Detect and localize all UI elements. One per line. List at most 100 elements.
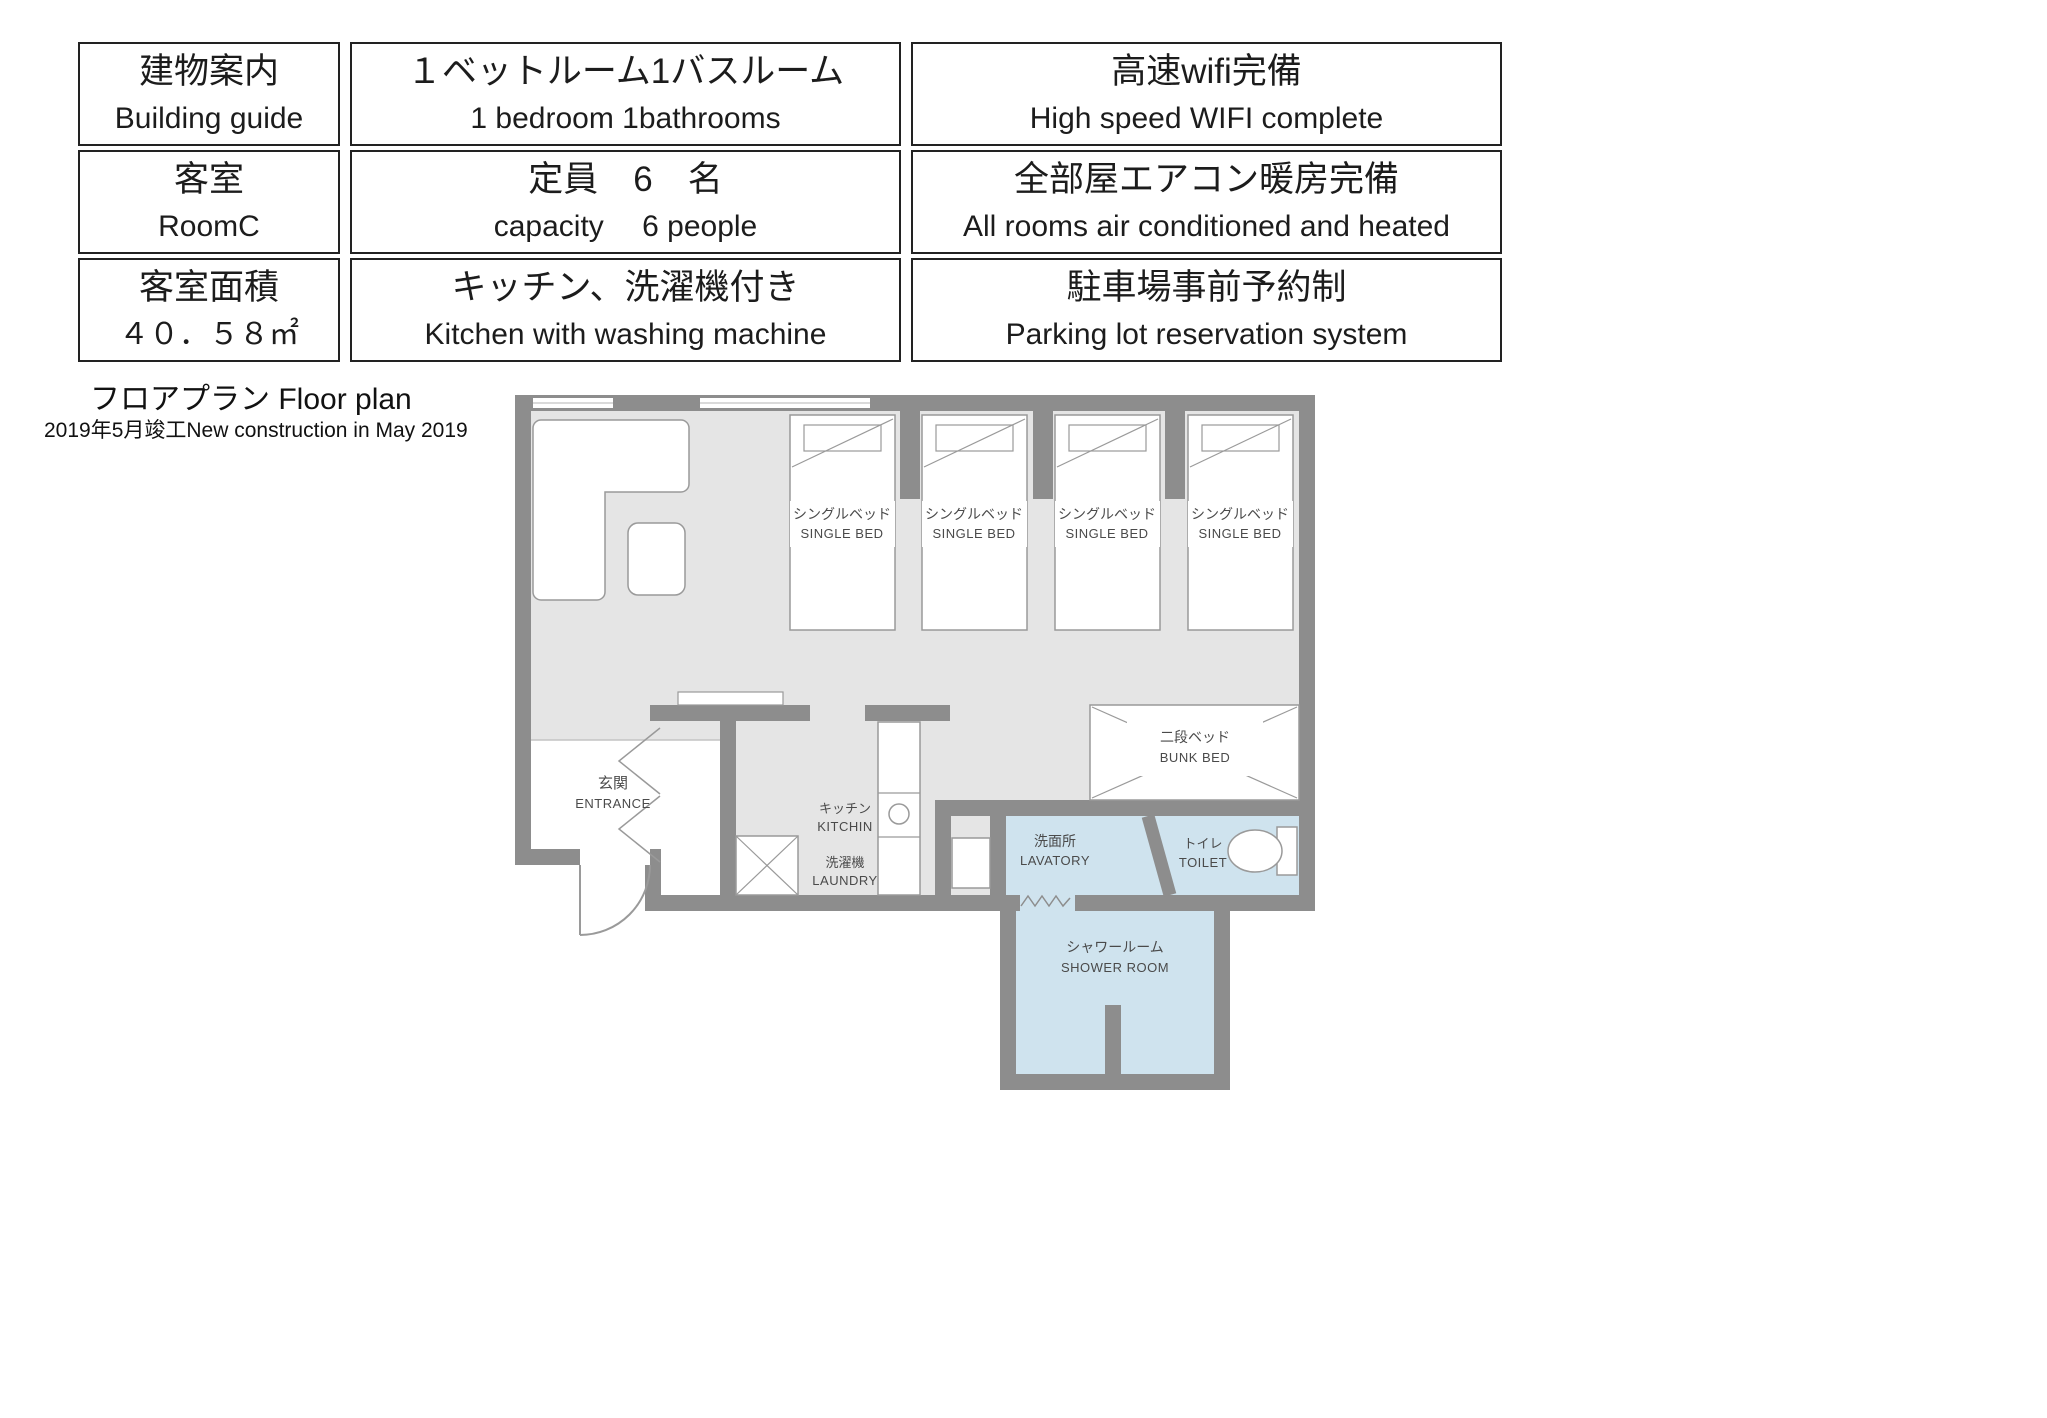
cell-wifi-jp: 高速wifi完備 xyxy=(1111,52,1302,91)
cell-capacity-en: capacity 6 people xyxy=(493,210,758,243)
cell-kitchen-washer-jp: キッチン、洗濯機付き xyxy=(451,268,800,307)
entrance-label-jp: 玄関 xyxy=(598,775,628,792)
single-bed-label-en: SINGLE BED xyxy=(1065,526,1148,541)
kitchen-label-jp: キッチン xyxy=(819,801,871,816)
wall-left xyxy=(515,395,531,865)
bed-label-bg xyxy=(922,501,1027,547)
wall-lavatory-left xyxy=(990,815,1006,911)
washing-machine-cross-2 xyxy=(735,835,799,896)
shower-label-jp: シャワールーム xyxy=(1066,939,1164,955)
cell-parking: 駐車場事前予約制 Parking lot reservation system xyxy=(911,258,1502,362)
entrance-door-arc xyxy=(579,864,651,936)
bed-pillow xyxy=(935,424,1014,452)
closet-door-chevron-2 xyxy=(617,795,661,863)
bed-partition-3 xyxy=(1165,411,1185,499)
kitchen-sink-icon xyxy=(888,803,910,825)
console-table xyxy=(677,691,784,706)
cell-parking-jp: 駐車場事前予約制 xyxy=(1066,268,1347,307)
single-bed-label-jp: シングルベッド xyxy=(1058,506,1156,522)
wall-kitchen-top xyxy=(865,705,950,721)
cell-wifi: 高速wifi完備 High speed WIFI complete xyxy=(911,42,1502,146)
bunk-bed-label-jp: 二段ベッド xyxy=(1160,729,1230,745)
cell-room-name: 客室 RoomC xyxy=(78,150,340,254)
wall-bottom xyxy=(645,895,1315,911)
floor-plan-title: フロアプラン Floor plan xyxy=(90,383,412,416)
info-table: 建物案内 Building guide １ベットルーム1バスルーム 1 bedr… xyxy=(78,42,1502,362)
single-bed-label-jp: シングルベッド xyxy=(1191,506,1289,522)
single-bed-2: シングルベッド SINGLE BED xyxy=(921,414,1028,631)
single-bed-label-en: SINGLE BED xyxy=(932,526,1015,541)
wash-basin xyxy=(951,837,991,889)
wall-entrance-kitchen xyxy=(720,721,736,911)
sofa xyxy=(532,419,690,601)
bed-label-bg xyxy=(790,501,895,547)
bed-partition-1 xyxy=(900,411,920,499)
cell-building-guide-en: Building guide xyxy=(114,102,304,135)
bunk-bed: 二段ベッド BUNK BED xyxy=(1089,704,1300,801)
entrance-door-opening xyxy=(580,849,650,865)
bed-pillow xyxy=(1068,424,1147,452)
bed-blanket-line xyxy=(1056,418,1159,468)
cell-bedrooms: １ベットルーム1バスルーム 1 bedroom 1bathrooms xyxy=(350,42,901,146)
cell-aircon-en: All rooms air conditioned and heated xyxy=(963,210,1450,243)
cell-room-area-en: ４０．５８㎡ xyxy=(119,318,299,351)
wall-wet-area-top xyxy=(935,800,1299,816)
kitchen-counter xyxy=(877,721,921,896)
lavatory-label-jp: 洗面所 xyxy=(1034,833,1076,849)
single-bed-label-en: SINGLE BED xyxy=(800,526,883,541)
wall-shower-stub xyxy=(1105,1005,1121,1090)
cell-room-name-en: RoomC xyxy=(158,210,260,243)
wall-shower-left xyxy=(1000,896,1016,1090)
wall-top xyxy=(515,395,1315,411)
coffee-table xyxy=(627,522,686,596)
single-bed-4: シングルベッド SINGLE BED xyxy=(1187,414,1294,631)
toilet-label-jp: トイレ xyxy=(1183,836,1222,851)
single-bed-label-en: SINGLE BED xyxy=(1198,526,1281,541)
bed-blanket-line xyxy=(1189,418,1292,468)
floor-plan-subtitle: 2019年5月竣工New construction in May 2019 xyxy=(44,419,468,442)
single-bed-label-jp: シングルベッド xyxy=(793,506,891,522)
washing-machine xyxy=(735,835,799,896)
bed-blanket-line xyxy=(923,418,1026,468)
wall-entrance-top xyxy=(650,705,810,721)
cell-kitchen-washer-en: Kitchen with washing machine xyxy=(424,318,827,351)
cell-bedrooms-en: 1 bedroom 1bathrooms xyxy=(470,102,781,135)
cell-capacity-jp: 定員 6 名 xyxy=(528,160,723,199)
cell-wifi-en: High speed WIFI complete xyxy=(1029,102,1384,135)
cell-aircon: 全部屋エアコン暖房完備 All rooms air conditioned an… xyxy=(911,150,1502,254)
cell-capacity: 定員 6 名 capacity 6 people xyxy=(350,150,901,254)
toilet-fixture xyxy=(1227,826,1298,876)
bed-pillow xyxy=(1201,424,1280,452)
laundry-label-jp: 洗濯機 xyxy=(825,855,864,870)
bed-pillow xyxy=(803,424,882,452)
cell-room-name-jp: 客室 xyxy=(173,160,244,199)
bed-blanket-line xyxy=(791,418,894,468)
single-bed-1: シングルベッド SINGLE BED xyxy=(789,414,896,631)
bed-label-bg xyxy=(1188,501,1293,547)
bed-partition-2 xyxy=(1033,411,1053,499)
lavatory-label-en: LAVATORY xyxy=(1020,853,1090,868)
cell-parking-en: Parking lot reservation system xyxy=(1005,318,1408,351)
entrance-label-en: ENTRANCE xyxy=(575,796,651,811)
single-bed-label-jp: シングルベッド xyxy=(925,506,1023,522)
cell-building-guide: 建物案内 Building guide xyxy=(78,42,340,146)
toilet-label-en: TOILET xyxy=(1179,855,1227,870)
closet-door-chevron-1 xyxy=(617,727,661,795)
wall-right xyxy=(1299,395,1315,911)
kitchen-label-en: KITCHIN xyxy=(817,819,873,834)
wall-toilet-diagonal xyxy=(1141,814,1177,897)
bunk-bed-label-bg xyxy=(1127,720,1263,776)
cell-kitchen-washer: キッチン、洗濯機付き Kitchen with washing machine xyxy=(350,258,901,362)
wall-kitchen-right xyxy=(935,815,951,911)
bunk-bed-label-en: BUNK BED xyxy=(1160,750,1230,765)
single-bed-3: シングルベッド SINGLE BED xyxy=(1054,414,1161,631)
laundry-label-en: LAUNDRY xyxy=(812,873,877,888)
wall-shower-right xyxy=(1214,896,1230,1090)
bed-label-bg xyxy=(1055,501,1160,547)
cell-room-area: 客室面積 ４０．５８㎡ xyxy=(78,258,340,362)
toilet-bowl xyxy=(1227,829,1283,873)
cell-room-area-jp: 客室面積 xyxy=(138,268,279,307)
cell-building-guide-jp: 建物案内 xyxy=(138,52,279,91)
floor-plan-drawing: シングルベッド SINGLE BED シングルベッド SINGLE BED シン… xyxy=(515,395,1315,1090)
shower-accordion-door xyxy=(1020,894,1071,908)
